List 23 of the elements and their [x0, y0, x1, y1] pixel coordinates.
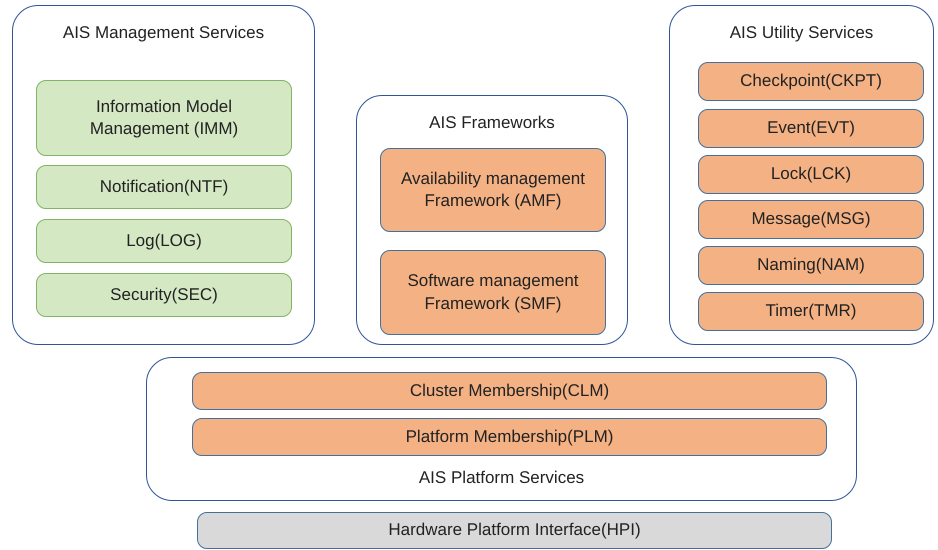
- service-box: Cluster Membership(CLM): [192, 372, 827, 410]
- group-panel: [12, 5, 315, 345]
- service-box: Checkpoint(CKPT): [698, 62, 924, 101]
- service-box: Hardware Platform Interface(HPI): [197, 512, 832, 549]
- group-title: AIS Platform Services: [418, 466, 586, 489]
- group-title: AIS Utility Services: [728, 22, 874, 44]
- service-box: Information Model Management (IMM): [36, 80, 292, 156]
- service-box: Message(MSG): [698, 200, 924, 239]
- service-box: Platform Membership(PLM): [192, 418, 827, 456]
- group-title: AIS Management Services: [62, 22, 266, 44]
- service-box: Security(SEC): [36, 273, 292, 317]
- group-panel: [356, 95, 628, 345]
- service-box: Event(EVT): [698, 109, 924, 148]
- group-panel: [146, 357, 857, 501]
- group-panel: [669, 5, 934, 345]
- service-box: Notification(NTF): [36, 165, 292, 209]
- service-box: Availability management Framework (AMF): [380, 148, 606, 232]
- service-box: Timer(TMR): [698, 292, 924, 331]
- service-box: Log(LOG): [36, 219, 292, 263]
- service-box: Lock(LCK): [698, 155, 924, 194]
- service-box: Software management Framework (SMF): [380, 250, 606, 335]
- group-title: AIS Frameworks: [428, 112, 556, 134]
- service-box: Naming(NAM): [698, 246, 924, 285]
